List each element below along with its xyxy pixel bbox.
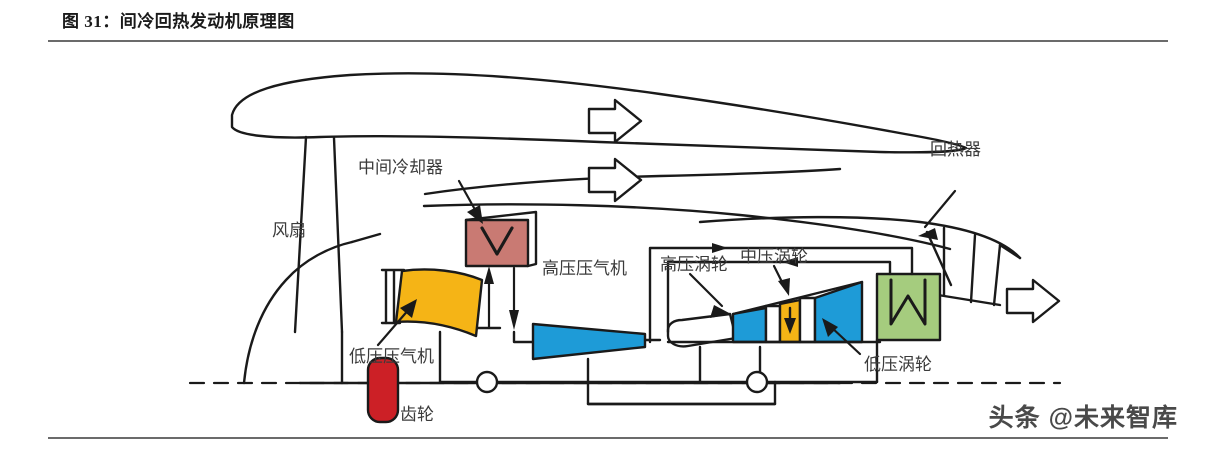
engine-cowl-outer <box>698 215 1022 260</box>
schematic-canvas: 风扇 中间冷却器 低压压气机 高压压气机 高压涡轮 中压涡轮 低压涡轮 回热器 … <box>188 72 1062 424</box>
label-lp-turbine: 低压涡轮 <box>864 355 932 374</box>
turbine-gap-2 <box>798 296 817 344</box>
recuperator-duct-inner <box>666 260 892 334</box>
bypass-flow-arrow-upper <box>587 98 643 144</box>
rear-cowl-end <box>998 243 1022 260</box>
label-gearbox: 齿轮 <box>400 405 434 424</box>
recuperator-core-zigzag <box>889 278 927 326</box>
intercooler-to-hpc-duct <box>512 330 535 344</box>
inlet-lip-line <box>350 232 382 244</box>
label-hp-compressor: 高压压气机 <box>542 259 627 278</box>
bearing-front <box>475 370 499 394</box>
label-hp-turbine: 高压涡轮 <box>660 255 728 274</box>
exhaust-flow-arrow <box>1005 278 1061 324</box>
callout-line-lp-turbine <box>828 324 862 356</box>
callout-head-lp-turbine <box>822 318 838 337</box>
intercooler-flow-down-arrowhead <box>509 310 519 330</box>
intercooler-core-zigzag <box>480 226 514 256</box>
callout-line-hp-turbine <box>688 272 724 308</box>
page-title: 图 31：间冷回热发动机原理图 <box>62 12 295 31</box>
recuperator-duct-flow-arrow-1 <box>712 243 728 253</box>
bearing-rear <box>745 370 769 394</box>
callout-head-ip-turbine <box>778 278 790 296</box>
lp-compressor-body <box>394 268 484 338</box>
callout-line-lp-compressor <box>376 306 412 347</box>
fan-strut-right <box>332 136 344 334</box>
bypass-flow-arrow-lower <box>587 157 643 203</box>
label-ip-turbine: 中压涡轮 <box>740 247 808 266</box>
callout-head-lp-compressor <box>400 299 417 318</box>
fan-strut-left <box>293 135 308 334</box>
callout-line-recuperator <box>923 189 957 229</box>
rear-cowl-upper <box>925 230 953 287</box>
intercooler-duct-top <box>464 210 538 268</box>
turbine-gap-1 <box>764 304 782 344</box>
label-fan: 风扇 <box>272 221 306 240</box>
intercooler-body <box>464 218 530 268</box>
callout-head-recuperator <box>918 228 938 240</box>
label-lp-compressor: 低压压气机 <box>349 347 434 366</box>
recuperator-duct-outer <box>648 246 914 344</box>
label-recuperator: 回热器 <box>930 140 981 159</box>
watermark: 头条 @未来智库 <box>988 404 1178 432</box>
recuperator-body <box>875 272 942 342</box>
callout-head-hp-turbine <box>710 305 731 318</box>
bypass-duct-upper-line <box>423 167 842 196</box>
turbine-annulus-line <box>731 280 864 316</box>
callout-head-intercooler <box>467 205 483 224</box>
intercooler-flow-up-arrowhead <box>484 266 494 284</box>
hp-compressor-body <box>531 322 647 361</box>
engine-cowl-top <box>422 203 952 251</box>
engine-schematic-diagram: 风扇 中间冷却器 低压压气机 高压压气机 高压涡轮 中压涡轮 低压涡轮 回热器 … <box>0 42 1216 436</box>
recuperator-duct-flow-arrow-2 <box>782 257 798 267</box>
figure-divider-bottom <box>48 437 1168 439</box>
fan-blade-shape <box>230 72 968 154</box>
ip-turbine-arrowhead <box>784 318 796 334</box>
nacelle-lower-sweep <box>242 240 354 385</box>
label-intercooler: 中间冷却器 <box>358 158 443 177</box>
title-divider-top <box>48 40 1168 42</box>
gearbox-body <box>366 356 400 424</box>
rear-cowl-panel-c <box>992 243 1002 307</box>
rear-cowl-bottom <box>936 293 1002 307</box>
rear-cowl-panel-b <box>969 233 977 304</box>
